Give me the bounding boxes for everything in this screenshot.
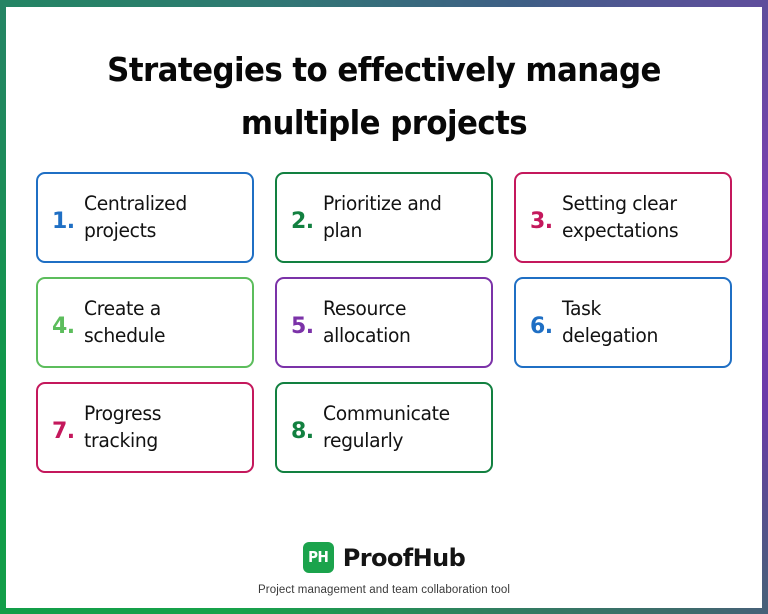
strategy-card-grid: 1. Centralized projects 2. Prioritize an… bbox=[6, 150, 762, 473]
strategy-card-1: 1. Centralized projects bbox=[36, 171, 254, 263]
card-label-1-line-2: projects bbox=[83, 219, 156, 243]
poster-content: Strategies to effectively manage multipl… bbox=[6, 7, 762, 608]
strategy-card-4: 4. Create a schedule bbox=[36, 276, 254, 368]
strategy-card-6: 6. Task delegation bbox=[514, 276, 732, 368]
card-label-4-line-1: Create a bbox=[83, 296, 161, 320]
footer: PH ProofHub Project management and team … bbox=[6, 542, 762, 596]
card-label-6-line-2: delegation bbox=[561, 324, 658, 348]
card-number-5: 5. bbox=[291, 313, 314, 339]
card-number-8: 8. bbox=[291, 418, 314, 444]
page-title: Strategies to effectively manage multipl… bbox=[31, 7, 738, 150]
title-line-2: multiple projects bbox=[240, 103, 528, 143]
card-label-2-line-2: plan bbox=[322, 219, 362, 243]
card-label-3: Setting clear expectations bbox=[561, 190, 679, 245]
card-label-7-line-1: Progress bbox=[83, 401, 162, 425]
card-label-6: Task delegation bbox=[562, 295, 658, 350]
card-number-4: 4. bbox=[52, 313, 75, 339]
card-number-3: 3. bbox=[530, 208, 553, 234]
proofhub-logo-icon: PH bbox=[302, 542, 334, 573]
logo-initials: PH bbox=[308, 548, 329, 566]
card-label-4: Create a schedule bbox=[83, 295, 166, 350]
title-line-1: Strategies to effectively manage bbox=[107, 50, 661, 89]
card-label-8-line-1: Communicate bbox=[322, 401, 450, 425]
card-label-8-line-2: regularly bbox=[322, 429, 404, 453]
card-label-3-line-1: Setting clear bbox=[561, 191, 677, 215]
card-label-8: Communicate regularly bbox=[323, 400, 450, 455]
strategy-card-7: 7. Progress tracking bbox=[36, 381, 254, 473]
strategy-card-8: 8. Communicate regularly bbox=[275, 381, 493, 473]
brand-logo: PH ProofHub bbox=[6, 542, 762, 573]
strategy-card-3: 3. Setting clear expectations bbox=[514, 171, 732, 263]
card-label-2-line-1: Prioritize and bbox=[322, 191, 442, 215]
strategy-card-5: 5. Resource allocation bbox=[275, 276, 493, 368]
card-label-2: Prioritize and plan bbox=[323, 190, 442, 245]
strategy-card-2: 2. Prioritize and plan bbox=[275, 171, 493, 263]
card-label-7: Progress tracking bbox=[83, 400, 162, 455]
card-label-5: Resource allocation bbox=[323, 295, 411, 350]
card-label-5-line-2: allocation bbox=[322, 324, 411, 348]
card-label-4-line-2: schedule bbox=[83, 324, 166, 348]
card-number-2: 2. bbox=[291, 208, 314, 234]
card-label-1: Centralized projects bbox=[84, 190, 187, 245]
card-number-6: 6. bbox=[530, 313, 553, 339]
card-label-6-line-1: Task bbox=[561, 296, 601, 320]
brand-tagline: Project management and team collaboratio… bbox=[258, 584, 510, 596]
brand-name: ProofHub bbox=[342, 543, 466, 572]
card-label-1-line-1: Centralized bbox=[83, 191, 187, 215]
card-label-7-line-2: tracking bbox=[83, 429, 158, 453]
card-label-5-line-1: Resource bbox=[322, 296, 407, 320]
card-number-7: 7. bbox=[52, 418, 75, 444]
card-number-1: 1. bbox=[52, 208, 75, 234]
card-label-3-line-2: expectations bbox=[561, 219, 679, 243]
